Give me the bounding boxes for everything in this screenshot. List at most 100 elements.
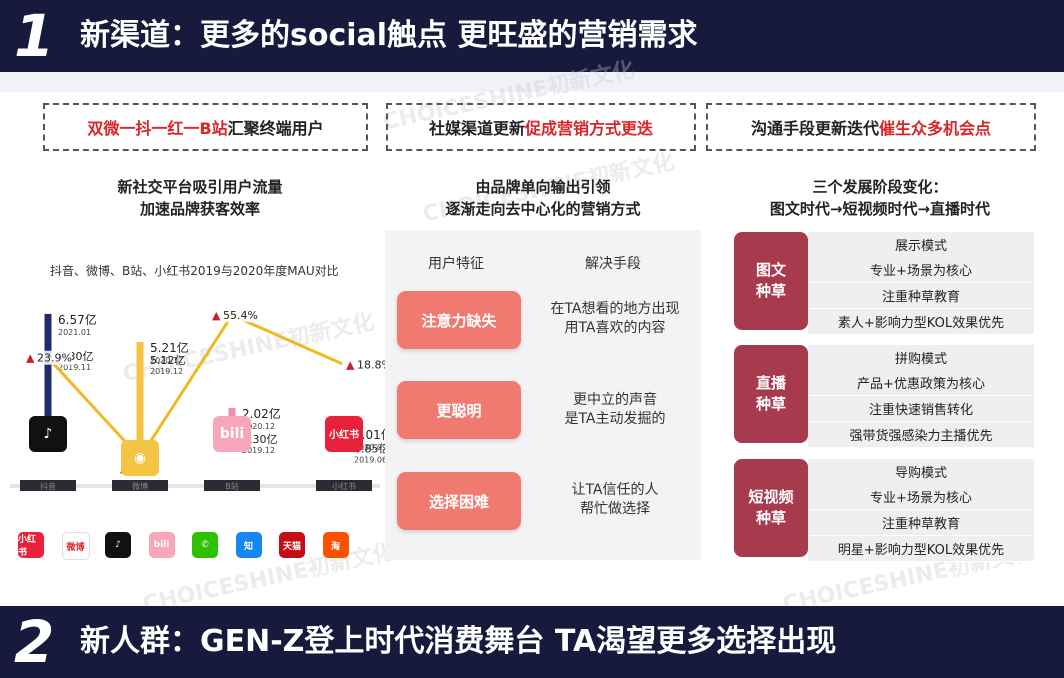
right-heading-line2: 图文时代→短视频时代→直播时代 [769, 200, 991, 218]
solution-line: 更中立的声音 [573, 392, 657, 408]
date-label-2019: 2019.11 [58, 363, 91, 372]
left-heading-line2: 加速品牌获客效率 [139, 200, 260, 218]
date-label-2020: 2021.01 [58, 328, 91, 337]
value-label-2019: 5.12亿 [150, 354, 186, 367]
chart-caption: 抖音、微博、B站、小红书2019与2020年度MAU对比 [50, 264, 339, 278]
growth-arrow: ▲ [346, 359, 355, 372]
growth-label: 55.4% [223, 309, 258, 322]
category-plate [20, 480, 76, 491]
stage-item: 专业+场景为核心 [808, 257, 1034, 283]
date-label-2020: 2020.12 [242, 422, 275, 431]
middle-heading-line1: 由品牌单向输出引领 [475, 178, 611, 196]
header-band: 1 新渠道：更多的social触点 更旺盛的营销需求 [0, 0, 1064, 72]
box-media-highlight: 促成营销方式更迭 [525, 119, 654, 138]
chart-axis [10, 484, 380, 488]
category-plate [204, 480, 260, 491]
stage-short-video: 短视频种草 [734, 459, 808, 557]
stage-label: 图文 [755, 261, 786, 279]
growth-label: 18.8% [357, 359, 392, 372]
stage-item: 导购模式 [808, 459, 1034, 485]
stage-label: 种草 [755, 509, 786, 527]
growth-label-bg [208, 308, 258, 323]
tmall-icon: 天猫 [279, 532, 305, 558]
bar-2020 [136, 342, 144, 450]
footer-band: 2 新人群：GEN-Z登上时代消费舞台 TA渴望更多选择出现 [0, 606, 1064, 678]
category-plate [112, 480, 168, 491]
solution-line: 是TA主动发掘的 [564, 411, 666, 427]
category-label: 抖音 [40, 481, 56, 491]
stage-label: 直播 [755, 374, 786, 392]
stage-item: 注重种草教育 [808, 283, 1034, 309]
value-label-2020: 6.57亿 [58, 312, 97, 327]
weibo-icon: 微博 [61, 532, 90, 560]
stage-livestream: 直播种草 [734, 345, 808, 443]
category-plate [316, 480, 372, 491]
value-label-2020: 5.21亿 [150, 340, 189, 355]
right-heading: 三个发展阶段变化： 图文时代→短视频时代→直播时代 [720, 176, 1040, 220]
platform-logo-text: ♪ [44, 426, 53, 442]
feature-smarter: 更聪明 [397, 381, 521, 439]
zhihu-icon: 知 [235, 532, 262, 558]
solution-smarter: 更中立的声音 是TA主动发掘的 [535, 391, 695, 429]
next-section-number: 2 [14, 608, 55, 676]
value-label-2020: 1.01亿 [354, 427, 393, 442]
section-title: 新渠道：更多的social触点 更旺盛的营销需求 [80, 18, 698, 53]
douyin-icon: ♪ [105, 532, 131, 558]
platform-logo-text: 小红书 [328, 428, 359, 441]
bilibili-icon: bili [148, 532, 175, 558]
category-label: 微博 [132, 481, 148, 491]
middle-heading-line2: 逐渐走向去中心化的营销方式 [445, 200, 641, 218]
solution-attention: 在TA想看的地方出现 用TA喜欢的内容 [535, 300, 695, 338]
growth-label: 23.9% [37, 352, 72, 365]
stage-label: 短视频 [748, 488, 794, 506]
stage-item: 注重种草教育 [808, 510, 1034, 536]
stage-item: 专业+场景为核心 [808, 484, 1034, 510]
date-label-2020: 2020.09 [354, 443, 387, 452]
date-label-2019: 2019.12 [242, 446, 275, 455]
platform-logo-icon [29, 416, 67, 452]
stage-item: 拼购模式 [808, 345, 1034, 371]
platform-logo-icon [325, 416, 363, 452]
stage-image-text: 图文种草 [734, 232, 808, 330]
box-media-lead: 社媒渠道更新 [428, 119, 525, 138]
platform-logo-text: bili [220, 426, 244, 442]
next-section-title: 新人群：GEN-Z登上时代消费舞台 TA渴望更多选择出现 [80, 624, 837, 659]
platform-logo-icon [213, 416, 251, 452]
date-label-2019: 2019.06 [354, 455, 387, 464]
taobao-icon: 淘 [322, 532, 349, 558]
col-header-feature: 用户特征 [428, 256, 484, 272]
middle-heading: 由品牌单向输出引领 逐渐走向去中心化的营销方式 [385, 176, 701, 220]
growth-label-bg [342, 357, 392, 372]
stage-item: 素人+影响力型KOL效果优先 [808, 309, 1034, 335]
box-channels-highlight: 双微一抖一红一B站 [87, 119, 228, 138]
platform-logo-icon [121, 440, 159, 476]
stage-item: 展示模式 [808, 232, 1034, 258]
left-heading: 新社交平台吸引用户流量 加速品牌获客效率 [40, 176, 360, 220]
box-channels: 双微一抖一红一B站 汇聚终端用户 [43, 103, 368, 151]
category-label: 小红书 [332, 481, 356, 491]
header-shadow-strip [0, 72, 1064, 92]
box-media: 社媒渠道更新 促成营销方式更迭 [386, 103, 696, 151]
solution-line: 用TA喜欢的内容 [564, 320, 666, 336]
col-header-solution: 解决手段 [585, 256, 641, 272]
value-label-2020: 2.02亿 [242, 406, 281, 421]
growth-arrow: ▲ [26, 352, 35, 365]
growth-arrow: ▲ [212, 309, 221, 322]
stage-label: 种草 [755, 395, 786, 413]
box-channels-rest: 汇聚终端用户 [227, 119, 324, 138]
solution-line: 帮忙做选择 [580, 501, 650, 517]
box-communication-highlight: 催生众多机会点 [879, 119, 992, 138]
date-label-2020: 2020.12 [150, 356, 183, 365]
stage-item: 注重快速销售转化 [808, 396, 1034, 422]
solution-line: 让TA信任的人 [571, 482, 659, 498]
date-label-2019: 2019.12 [150, 367, 183, 376]
feature-attention: 注意力缺失 [397, 291, 521, 349]
platform-logo-text: ◉ [134, 450, 146, 466]
feature-choice: 选择困难 [397, 472, 521, 530]
stage-item: 明星+影响力型KOL效果优先 [808, 536, 1034, 562]
growth-label-bg [22, 350, 72, 365]
stage-label: 种草 [755, 282, 786, 300]
right-heading-line1: 三个发展阶段变化： [812, 178, 948, 196]
category-label: B站 [225, 481, 239, 491]
solution-choice: 让TA信任的人 帮忙做选择 [535, 481, 695, 519]
